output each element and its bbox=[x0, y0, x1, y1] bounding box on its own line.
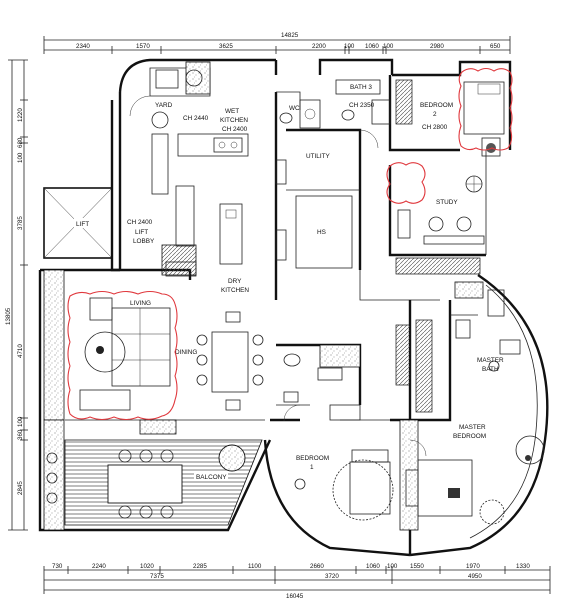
dim-bot-row2-3: 4950 bbox=[468, 573, 482, 580]
dry-kitchen: CH 2400 LIFT LOBBY DRY KITCHEN bbox=[127, 203, 249, 294]
door-swings bbox=[129, 95, 427, 457]
label-master-bath: MASTER bbox=[477, 357, 504, 364]
wc-bath3: WC BATH 3 CH 2350 bbox=[279, 79, 391, 129]
label-bedroom2-num: 2 bbox=[433, 111, 437, 118]
dim-bot-10: 1970 bbox=[466, 563, 480, 570]
dim-left-5: 4710 bbox=[17, 344, 24, 358]
dim-left-2: 680 bbox=[17, 137, 24, 148]
dim-bot-8: 100 bbox=[387, 563, 398, 570]
columns bbox=[43, 61, 484, 531]
highlight-living bbox=[67, 290, 178, 421]
dim-left-4: 3785 bbox=[17, 216, 24, 230]
highlight-markers bbox=[67, 67, 513, 421]
highlight-bedroom2 bbox=[458, 67, 513, 151]
label-living: LIVING bbox=[130, 300, 151, 307]
dim-left-1: 1220 bbox=[17, 108, 24, 122]
center-bath bbox=[283, 353, 361, 421]
dim-bot-row2-1: 7375 bbox=[150, 573, 164, 580]
label-lift-lobby-2: LOBBY bbox=[133, 238, 155, 245]
label-ch-bath3: CH 2350 bbox=[349, 102, 375, 109]
dim-bot-11: 1330 bbox=[516, 563, 530, 570]
bedroom-2: BEDROOM 2 CH 2800 bbox=[395, 79, 505, 157]
label-bedroom2: BEDROOM bbox=[420, 102, 453, 109]
dim-top-9: 650 bbox=[490, 43, 501, 50]
living-room: LIVING bbox=[79, 297, 171, 411]
label-wc: WC bbox=[289, 105, 300, 112]
dim-left-8: 2845 bbox=[17, 481, 24, 495]
label-hs: HS bbox=[317, 229, 326, 236]
dim-bot-1: 730 bbox=[52, 563, 63, 570]
dim-bot-2: 2240 bbox=[92, 563, 106, 570]
dim-left-overall: 13805 bbox=[5, 307, 12, 325]
label-study: STUDY bbox=[436, 199, 458, 206]
balcony-deck: BALCONY bbox=[46, 439, 263, 526]
dim-left-7: 360 bbox=[17, 429, 24, 440]
dim-bot-6: 2660 bbox=[310, 563, 324, 570]
master-suite: MASTER BATH MASTER BEDROOM bbox=[395, 289, 545, 525]
study: STUDY bbox=[395, 175, 485, 275]
dim-top-3: 3625 bbox=[219, 43, 233, 50]
label-bath3: BATH 3 bbox=[350, 84, 372, 91]
label-lift: LIFT bbox=[76, 221, 89, 228]
bedroom-1: BEDROOM 1 bbox=[294, 449, 394, 521]
dining-room: DINING bbox=[175, 311, 264, 411]
dim-top-2: 1570 bbox=[136, 43, 150, 50]
label-dry-kitchen-2: KITCHEN bbox=[221, 287, 249, 294]
label-ch-wet: CH 2400 bbox=[222, 126, 248, 133]
label-utility: UTILITY bbox=[306, 153, 331, 160]
bottom-dimensions: 730 2240 1020 2285 1100 2660 1060 100 15… bbox=[43, 563, 551, 600]
label-wet-kitchen: WET bbox=[225, 108, 239, 115]
dim-top-6: 1060 bbox=[365, 43, 379, 50]
dim-bot-overall: 16045 bbox=[286, 593, 304, 600]
dim-top-5: 100 bbox=[344, 43, 355, 50]
label-bedroom1-num: 1 bbox=[310, 464, 314, 471]
dim-left-6: 100 bbox=[17, 416, 24, 427]
dim-top-4: 2200 bbox=[312, 43, 326, 50]
dim-left-3: 100 bbox=[17, 152, 24, 163]
label-ch-yard: CH 2440 bbox=[183, 115, 209, 122]
label-bedroom1: BEDROOM bbox=[296, 455, 329, 462]
lift-shaft: LIFT bbox=[43, 187, 113, 259]
label-ch-bedroom2: CH 2800 bbox=[422, 124, 448, 131]
dim-bot-5: 1100 bbox=[248, 563, 262, 570]
dim-top-overall: 14825 bbox=[281, 32, 299, 39]
dim-top-7: 100 bbox=[383, 43, 394, 50]
label-dry-kitchen: DRY bbox=[228, 278, 242, 285]
label-dining: DINING bbox=[175, 349, 197, 356]
label-yard: YARD bbox=[155, 102, 173, 109]
yard-area: YARD CH 2440 WET KITCHEN CH 2400 bbox=[151, 69, 248, 277]
dim-bot-row2-2: 3720 bbox=[325, 573, 339, 580]
label-wet-kitchen-2: KITCHEN bbox=[220, 117, 248, 124]
dim-bot-4: 2285 bbox=[193, 563, 207, 570]
dim-bot-9: 1550 bbox=[410, 563, 424, 570]
label-lift-lobby: LIFT bbox=[135, 229, 148, 236]
utility-hs: UTILITY HS bbox=[275, 153, 353, 269]
label-balcony: BALCONY bbox=[196, 474, 227, 481]
label-master-bedroom: MASTER bbox=[459, 424, 486, 431]
left-dimensions: 1220 680 100 3785 13805 4710 100 360 284… bbox=[5, 59, 28, 531]
label-master-bath-2: BATH bbox=[482, 366, 499, 373]
dim-top-8: 2980 bbox=[430, 43, 444, 50]
dim-bot-3: 1020 bbox=[140, 563, 154, 570]
dim-top-1: 2340 bbox=[76, 43, 90, 50]
top-dimensions: 14825 2340 1570 3625 2200 100 1060 100 2… bbox=[43, 32, 511, 54]
dim-bot-7: 1060 bbox=[366, 563, 380, 570]
highlight-study-door bbox=[386, 162, 426, 204]
label-master-bedroom-2: BEDROOM bbox=[453, 433, 486, 440]
label-ch-lobby: CH 2400 bbox=[127, 219, 153, 226]
